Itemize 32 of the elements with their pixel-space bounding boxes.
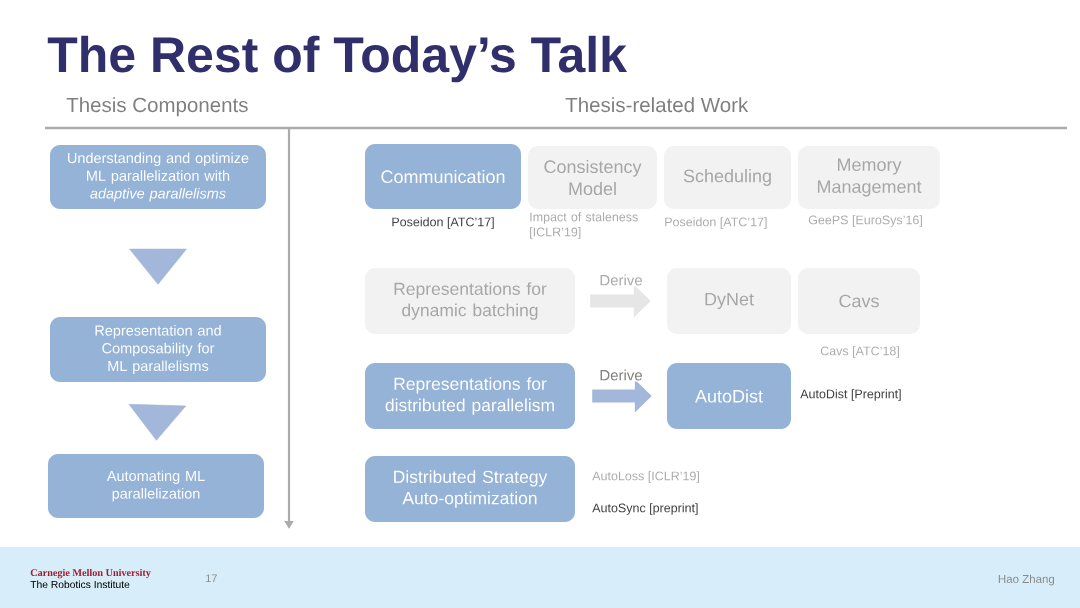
topic-box: DyNet <box>667 268 791 334</box>
page-number: 17 <box>206 574 217 582</box>
chevron-arrow <box>129 248 187 285</box>
topic-box: Cavs <box>798 268 920 334</box>
topic-box: Memory Management <box>798 146 940 209</box>
edge-label: Derive <box>600 369 642 381</box>
topic-box: AutoDist <box>667 363 791 429</box>
slide-title: The Rest of Today’s Talk <box>47 35 627 83</box>
column-heading: Thesis-related Work <box>565 97 749 113</box>
citation-text: Poseidon [ATC’17] <box>665 217 767 229</box>
citation-text: AutoLoss [ICLR’19] <box>592 471 699 483</box>
topic-box: Representations for distributed parallelism <box>365 363 575 429</box>
topic-box: Distributed Strategy Auto-optimization <box>365 456 575 522</box>
component-box: Representation and Composability for ML parallelisms <box>50 317 266 382</box>
topic-box: Representations for dynamic batching <box>365 268 575 334</box>
citation-text: AutoDist [Preprint] <box>800 389 901 401</box>
column-heading: Thesis Components <box>66 97 248 117</box>
edge-label: Derive <box>600 274 642 286</box>
citation-text: Poseidon [ATC’17] <box>392 217 494 229</box>
citation-text: AutoSync [preprint] <box>592 503 698 515</box>
topic-box: Consistency Model <box>528 146 657 209</box>
chevron-arrow <box>128 404 187 441</box>
citation-text: Impact of staleness [ICLR’19] <box>530 212 638 239</box>
component-box: Automating ML parallelization <box>48 454 264 518</box>
university-name: Carnegie Mellon University <box>30 568 151 579</box>
topic-box: Communication <box>365 144 521 209</box>
citation-text: GeePS [EuroSys’16] <box>808 215 922 227</box>
component-box: Understanding and optimize ML parallelization with adaptive parallelisms <box>50 145 266 209</box>
topic-box: Scheduling <box>664 146 791 209</box>
citation-text: Cavs [ATC’18] <box>820 346 899 358</box>
author-name: Hao Zhang <box>998 574 1055 586</box>
institute-name: The Robotics Institute <box>30 580 130 589</box>
